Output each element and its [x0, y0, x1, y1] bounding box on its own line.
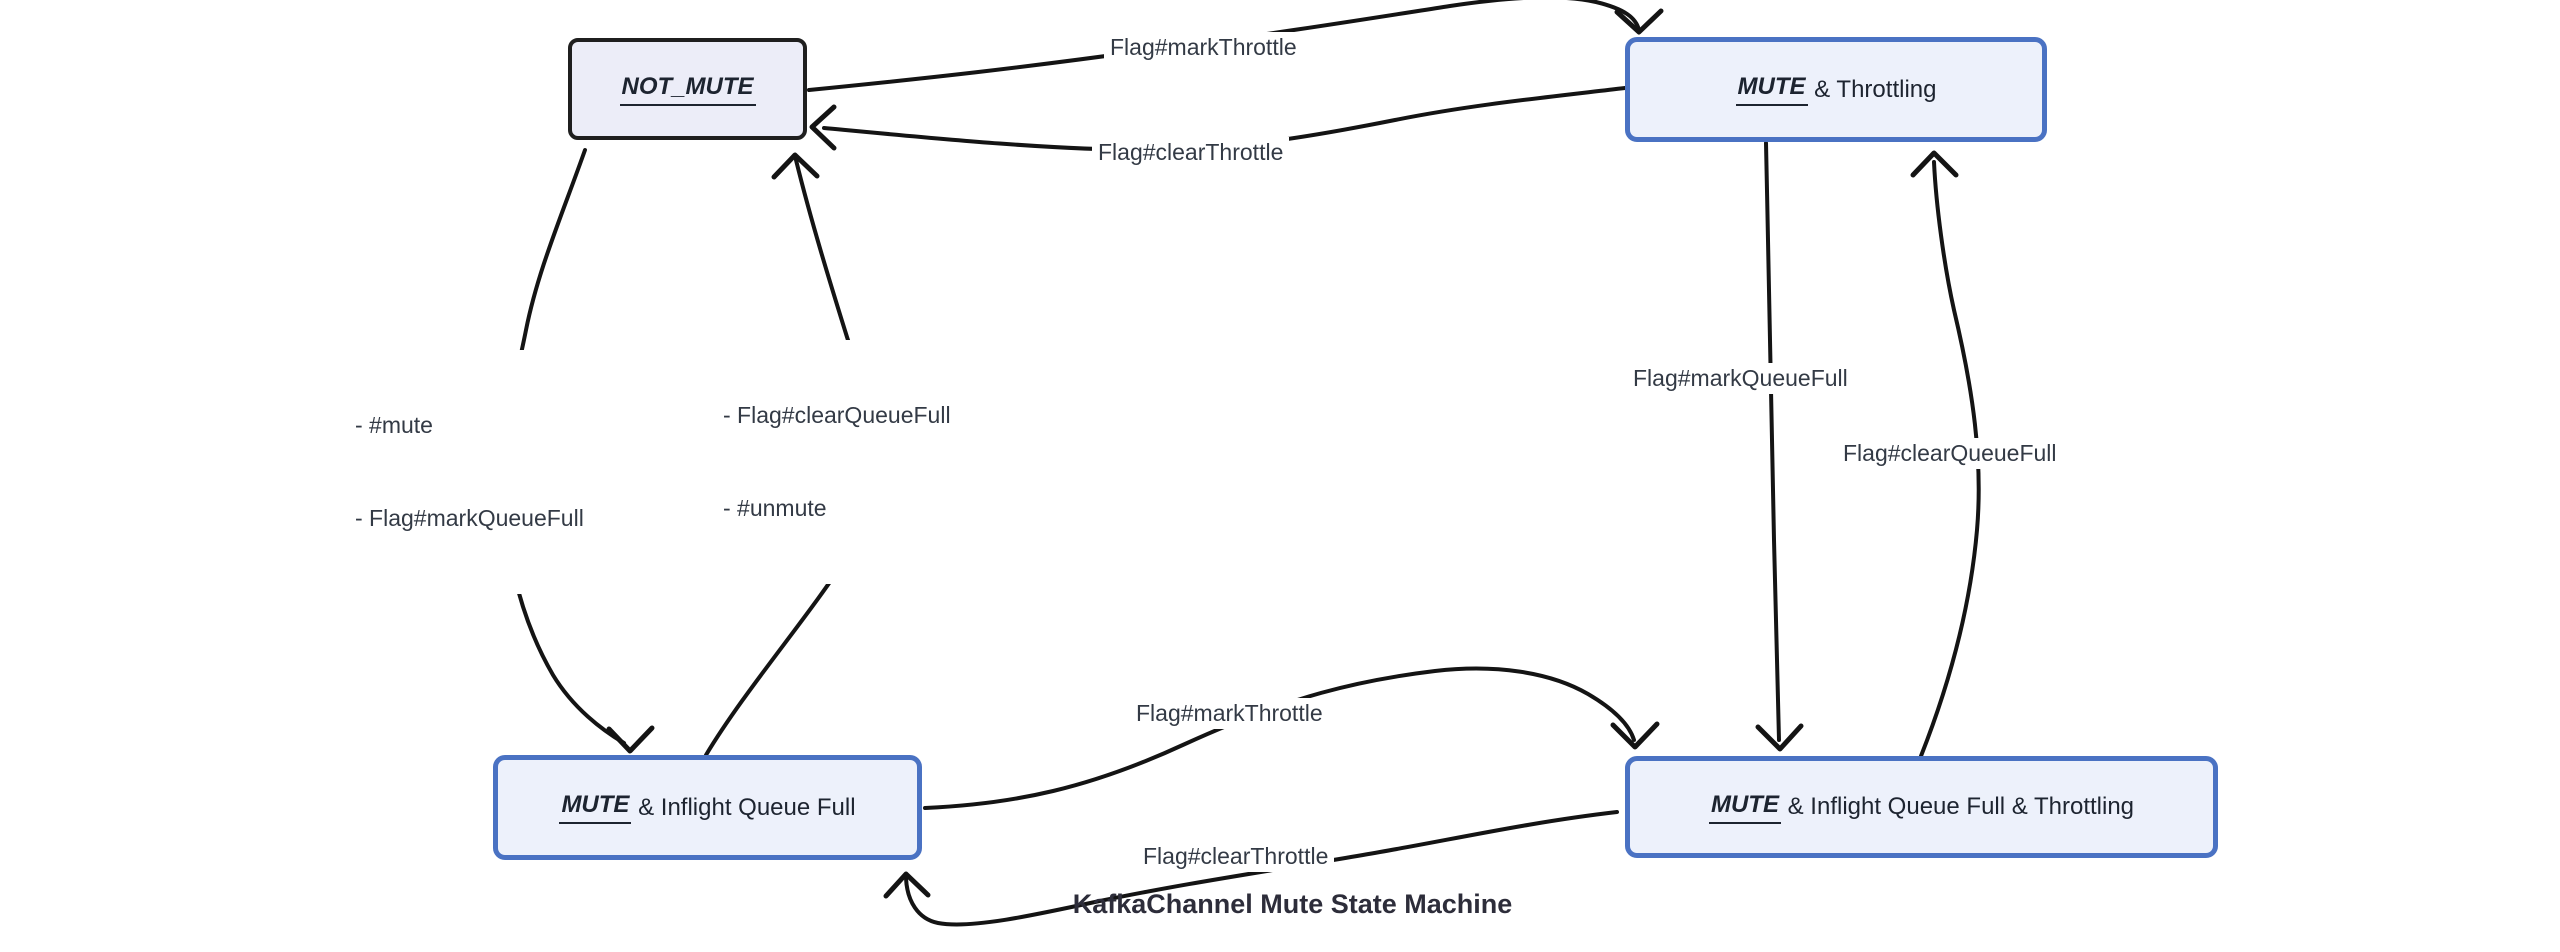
state-not-mute: NOT_MUTE	[568, 38, 807, 140]
arrowhead-right-mark-queue-full	[1755, 723, 1804, 752]
edge-label-bottom-mark-throttle: Flag#markThrottle	[1130, 698, 1329, 729]
arrowhead-bottom-mark-throttle	[1610, 721, 1660, 750]
edge-label-top-clear-throttle: Flag#clearThrottle	[1092, 137, 1290, 168]
arrowhead-left-mute-mark-queue-full	[606, 725, 655, 754]
edge-bottom-clear-throttle	[904, 810, 1619, 927]
state-mute-throttling-name: MUTE	[1735, 73, 1808, 106]
arrowhead-top-clear-throttle	[809, 104, 837, 151]
state-mute-inflight-queue-full-throttling-name: MUTE	[1708, 791, 1781, 824]
edge-label-left-down: - #mute - Flag#markQueueFull	[349, 350, 590, 594]
edge-top-mark-throttle	[807, 0, 1641, 92]
edge-label-right-mark-queue-full: Flag#markQueueFull	[1627, 363, 1854, 394]
state-mute-inflight-queue-full: MUTE & Inflight Queue Full	[493, 755, 922, 860]
edge-bottom-mark-throttle	[923, 666, 1636, 810]
edge-label-bottom-clear-throttle: Flag#clearThrottle	[1137, 841, 1335, 872]
state-mute-inflight-queue-full-name: MUTE	[559, 791, 632, 824]
arrowhead-top-mark-throttle	[1614, 8, 1664, 35]
arrowhead-right-clear-queue-full	[1910, 150, 1959, 178]
state-mute-inflight-queue-full-throttling-suffix: & Inflight Queue Full & Throttling	[1780, 793, 2135, 820]
diagram-title: KafkaChannel Mute State Machine	[1072, 889, 1513, 919]
edge-label-line: - Flag#markQueueFull	[355, 505, 584, 531]
state-mute-inflight-queue-full-suffix: & Inflight Queue Full	[631, 793, 856, 821]
arrowhead-bottom-clear-throttle	[883, 871, 931, 899]
edge-label-left-up: - Flag#clearQueueFull - #unmute	[717, 340, 957, 584]
edge-label-right-clear-queue-full: Flag#clearQueueFull	[1837, 438, 2063, 469]
state-mute-throttling-suffix: & Throttling	[1807, 75, 1937, 103]
edge-label-top-mark-throttle: Flag#markThrottle	[1104, 32, 1303, 63]
state-not-mute-name: NOT_MUTE	[619, 73, 756, 106]
edge-label-line: - #mute	[355, 412, 433, 438]
edge-right-mark-queue-full	[1764, 141, 1781, 742]
edge-label-line: - #unmute	[723, 495, 827, 521]
state-mute-throttling: MUTE & Throttling	[1625, 37, 2047, 142]
edge-label-line: - Flag#clearQueueFull	[723, 402, 951, 428]
state-mute-inflight-queue-full-throttling: MUTE & Inflight Queue Full & Throttling	[1625, 756, 2218, 858]
arrowhead-left-clear-queue-full-unmute	[771, 152, 820, 180]
